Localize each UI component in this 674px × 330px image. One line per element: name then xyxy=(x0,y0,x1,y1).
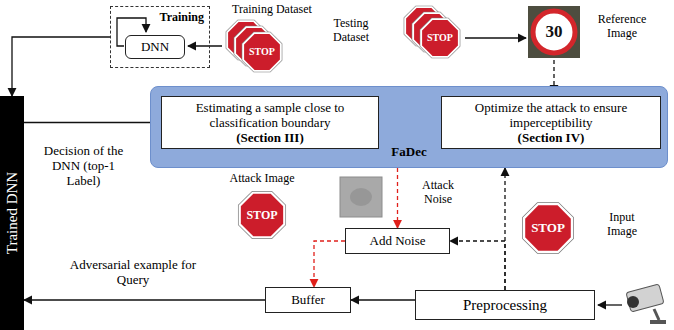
sign-text: STOP xyxy=(520,219,576,237)
sign-text: STOP xyxy=(240,45,284,59)
process-box: Add Noise xyxy=(345,228,450,254)
process-box: Optimize the attack to ensure impercepti… xyxy=(441,96,661,149)
caption-label: Attack Noise xyxy=(410,178,466,206)
connector-arrow xyxy=(504,168,505,290)
data-arrow xyxy=(188,45,222,46)
node-label: Optimize the attack to ensure impercepti… xyxy=(448,100,654,130)
dnn-box: DNN xyxy=(125,35,185,59)
edge-label: Decision of the DNN (top-1 Label) xyxy=(36,143,131,188)
connector-arrow xyxy=(24,299,265,300)
connector-arrow xyxy=(450,241,505,290)
process-box: Estimating a sample close to classificat… xyxy=(161,96,379,149)
node-label: DNN xyxy=(141,39,169,55)
caption-label: Reference Image xyxy=(586,12,658,40)
sign-text: STOP xyxy=(418,31,462,45)
node-label: Estimating a sample close to classificat… xyxy=(168,100,372,130)
camera-arrow xyxy=(598,304,622,305)
camera-icon xyxy=(626,284,666,324)
edge-label: Adversarial example for Query xyxy=(58,257,208,287)
connector-arrow xyxy=(397,168,398,228)
noise-blob xyxy=(350,188,372,206)
buffer-box: Buffer xyxy=(265,287,351,313)
caption-label: Attack Image xyxy=(222,171,302,185)
caption-label: Testing Dataset xyxy=(318,16,384,44)
connector-arrow xyxy=(24,122,161,123)
node-label: Training xyxy=(160,10,204,25)
sign-text: 30 xyxy=(534,22,574,42)
caption-label: Input Image xyxy=(598,210,646,238)
speed-sign xyxy=(533,11,575,53)
sign-text: STOP xyxy=(236,207,288,223)
noise-image xyxy=(340,177,382,217)
training-group: TrainingDNN xyxy=(110,6,210,68)
trained-dnn-bar: Trained DNN xyxy=(0,96,24,330)
node-label: (Section III) xyxy=(236,130,304,145)
connector-arrow xyxy=(12,37,110,96)
node-label: Add Noise xyxy=(370,233,426,249)
node-label: Preprocessing xyxy=(463,297,547,314)
node-label: Trained DNN xyxy=(4,172,21,254)
connector-arrow xyxy=(314,241,345,287)
process-box: Preprocessing xyxy=(415,290,595,320)
node-label: (Section IV) xyxy=(518,130,585,145)
data-arrow xyxy=(465,37,526,38)
caption-label: Training Dataset xyxy=(224,2,320,16)
node-label: Buffer xyxy=(291,292,325,308)
connector-arrow xyxy=(351,299,415,300)
fadec-panel: FaDecEstimating a sample close to classi… xyxy=(150,86,668,168)
reference-photo xyxy=(528,6,580,58)
